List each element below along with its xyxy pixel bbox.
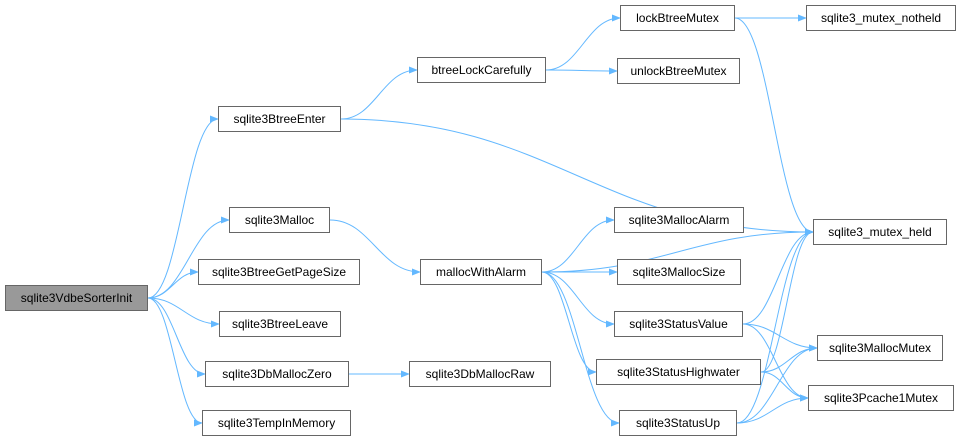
node-sqlite3-pcache1-mutex[interactable]: sqlite3Pcache1Mutex bbox=[808, 385, 954, 411]
edge-n15-n13 bbox=[736, 394, 809, 424]
node-sqlite3-mutex-held[interactable]: sqlite3_mutex_held bbox=[813, 219, 947, 245]
edge-n8-n5 bbox=[541, 228, 814, 273]
edge-n0-n18 bbox=[147, 297, 206, 378]
node-sqlite3-malloc[interactable]: sqlite3Malloc bbox=[229, 207, 330, 233]
edge-n0-n1 bbox=[147, 115, 219, 299]
node-sqlite3-btree-get-page-size[interactable]: sqlite3BtreeGetPageSize bbox=[198, 259, 360, 285]
edge-n3-n5 bbox=[734, 17, 814, 236]
edge-n15-n5 bbox=[736, 228, 814, 424]
node-sqlite3-malloc-size[interactable]: sqlite3MallocSize bbox=[617, 259, 741, 285]
edge-n8-n15 bbox=[541, 271, 620, 427]
node-lock-btree-mutex[interactable]: lockBtreeMutex bbox=[620, 5, 735, 31]
node-sqlite3-db-malloc-zero[interactable]: sqlite3DbMallocZero bbox=[205, 361, 349, 387]
node-sqlite3-temp-in-memory[interactable]: sqlite3TempInMemory bbox=[202, 410, 351, 436]
edge-n7-n8 bbox=[329, 219, 421, 276]
node-sqlite3-status-up[interactable]: sqlite3StatusUp bbox=[619, 410, 737, 436]
node-sqlite3-db-malloc-raw[interactable]: sqlite3DbMallocRaw bbox=[409, 361, 551, 387]
edge-n11-n5 bbox=[742, 228, 814, 325]
edge-n15-n12 bbox=[736, 344, 818, 424]
node-malloc-with-alarm[interactable]: mallocWithAlarm bbox=[420, 259, 542, 285]
node-sqlite3-status-highwater[interactable]: sqlite3StatusHighwater bbox=[596, 359, 761, 385]
edge-n14-n13 bbox=[760, 371, 809, 402]
node-unlock-btree-mutex[interactable]: unlockBtreeMutex bbox=[617, 58, 740, 84]
node-sqlite3-malloc-mutex[interactable]: sqlite3MallocMutex bbox=[817, 335, 943, 361]
edge-n0-n17 bbox=[147, 297, 220, 328]
node-btree-lock-carefully[interactable]: btreeLockCarefully bbox=[417, 57, 546, 83]
edge-n8-n9 bbox=[541, 216, 615, 273]
node-sqlite3-btree-enter[interactable]: sqlite3BtreeEnter bbox=[218, 106, 341, 132]
node-sqlite3-status-value[interactable]: sqlite3StatusValue bbox=[614, 311, 743, 337]
node-sqlite3-btree-leave[interactable]: sqlite3BtreeLeave bbox=[219, 311, 341, 337]
edge-n0-n20 bbox=[147, 297, 203, 427]
edge-n0-n16 bbox=[147, 268, 199, 299]
edge-n2-n3 bbox=[545, 14, 621, 71]
edge-n8-n11 bbox=[541, 271, 615, 328]
node-sqlite3-vdbe-sorter-init: sqlite3VdbeSorterInit bbox=[5, 285, 148, 311]
node-sqlite3-mutex-notheld[interactable]: sqlite3_mutex_notheld bbox=[806, 5, 956, 31]
edge-n8-n14 bbox=[541, 271, 597, 376]
edge-n2-n6 bbox=[545, 67, 618, 75]
edge-n14-n5 bbox=[760, 228, 814, 373]
edge-n1-n2 bbox=[340, 66, 418, 120]
edge-n11-n13 bbox=[742, 323, 809, 402]
node-sqlite3-malloc-alarm[interactable]: sqlite3MallocAlarm bbox=[614, 207, 744, 233]
